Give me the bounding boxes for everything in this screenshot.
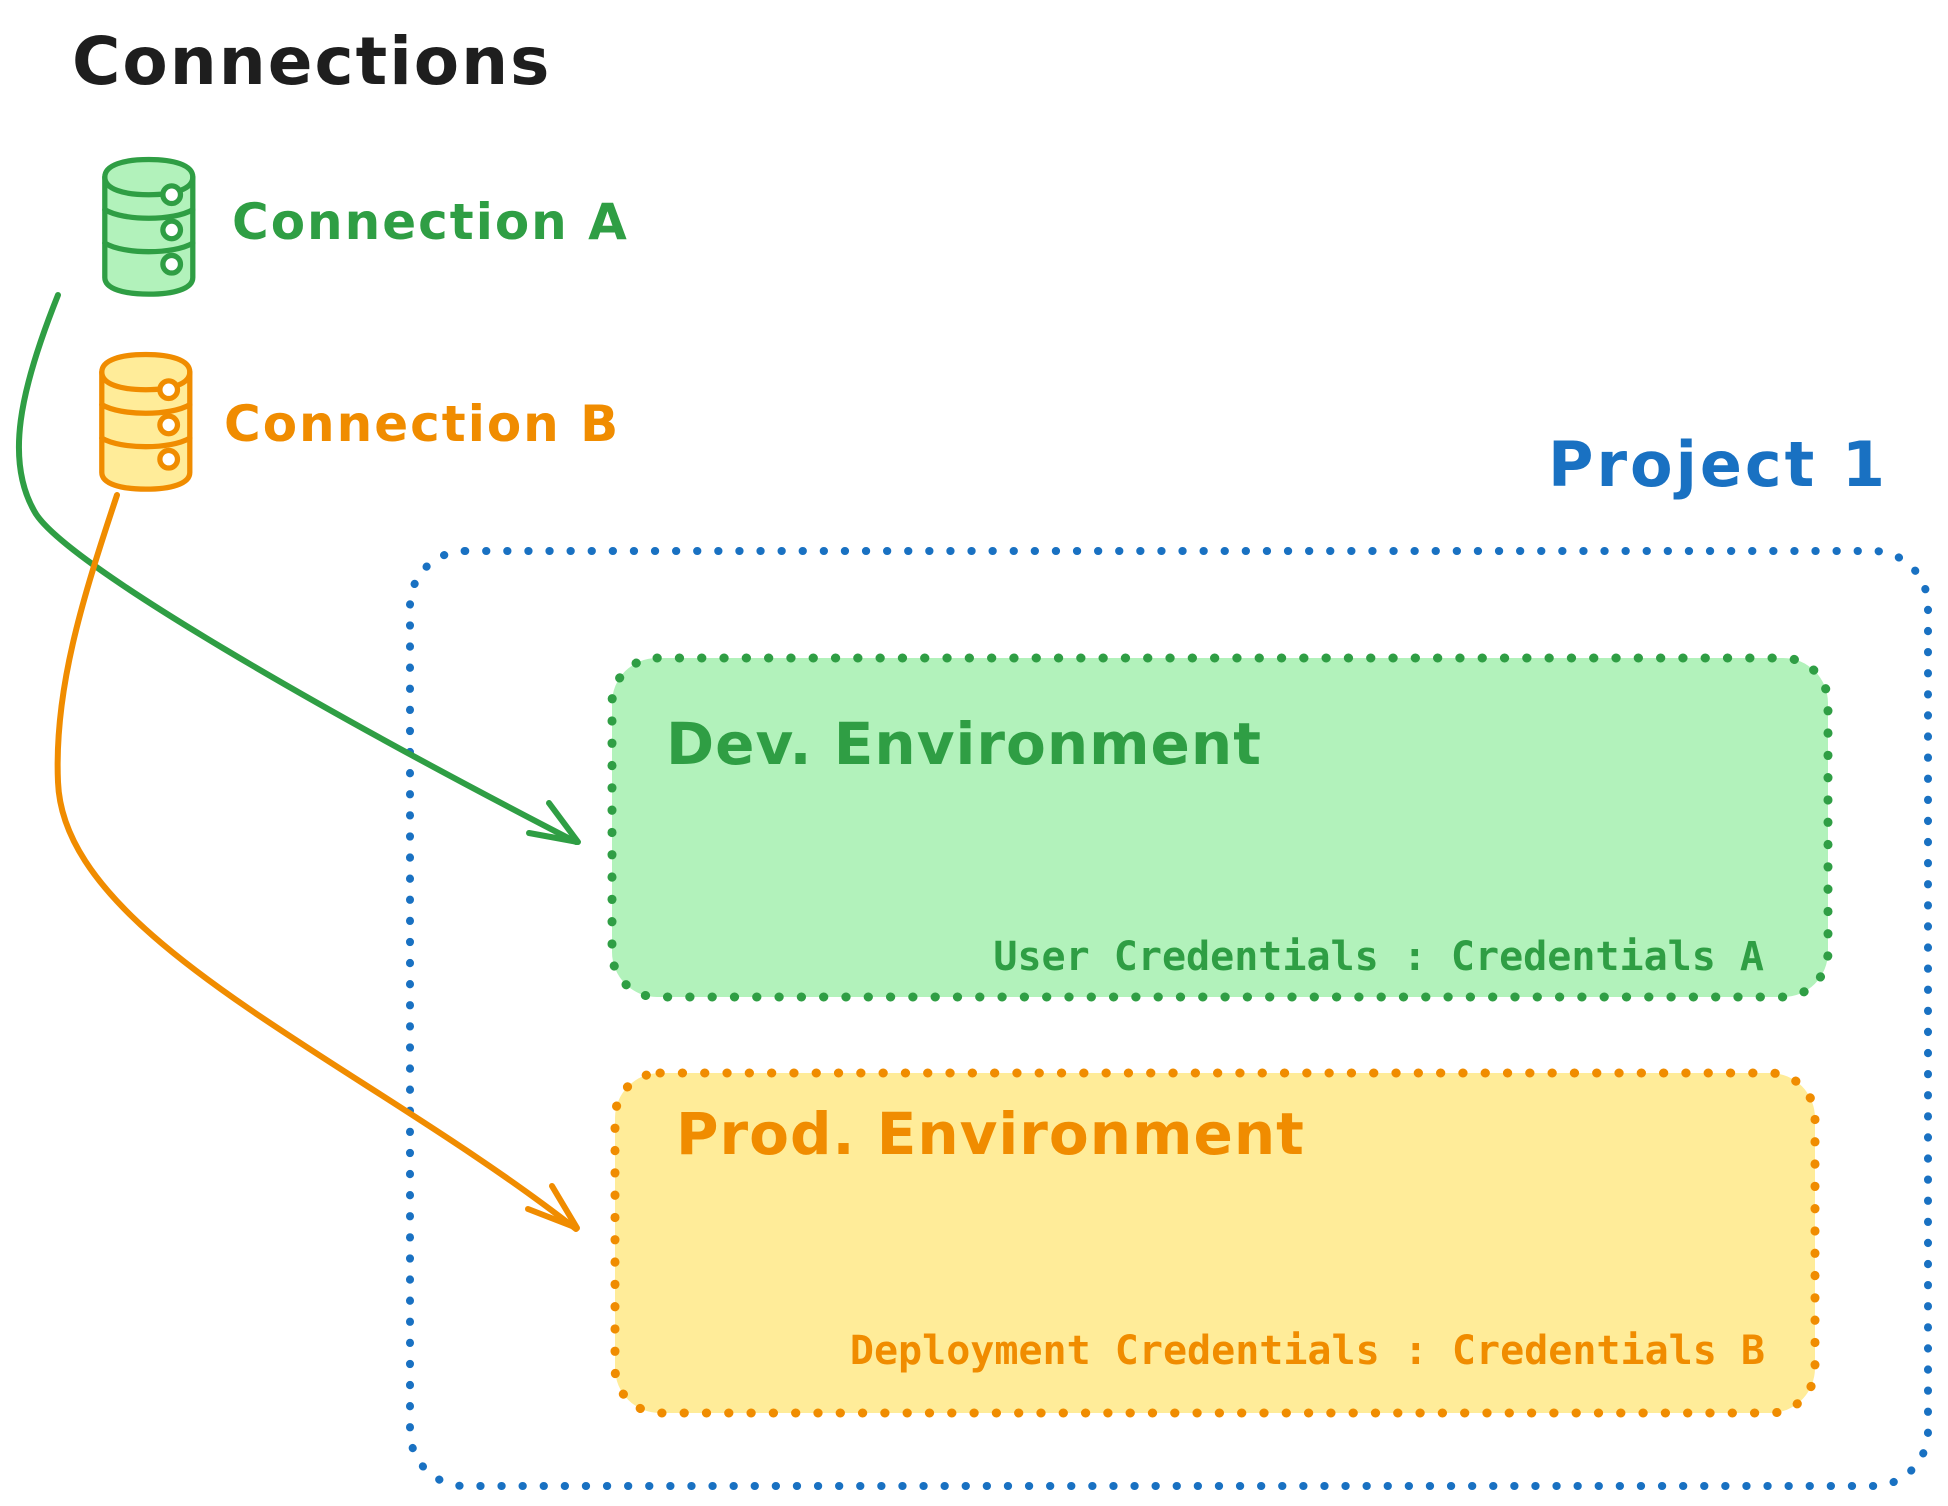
connection-a-label: Connection A <box>232 193 629 251</box>
project-title: Project 1 <box>1548 428 1889 501</box>
database-icon-connection-b <box>99 351 193 492</box>
prod-environment-title: Prod. Environment <box>676 1100 1305 1168</box>
arrowhead-icon <box>526 800 581 845</box>
arrow-connection-a-to-dev <box>15 292 581 845</box>
dev-environment-title: Dev. Environment <box>666 710 1262 778</box>
database-icon-connection-a <box>102 156 196 297</box>
dev-environment-box <box>607 653 1833 1002</box>
dev-credentials-text: User Credentials : Credentials A <box>993 934 1764 980</box>
prod-environment-box <box>610 1068 1820 1418</box>
prod-credentials-text: Deployment Credentials : Credentials B <box>849 1328 1765 1374</box>
connection-b-label: Connection B <box>224 395 621 453</box>
diagram-title: Connections <box>72 23 552 100</box>
arrowhead-icon <box>525 1183 580 1231</box>
arrow-connection-b-to-prod <box>54 492 580 1232</box>
